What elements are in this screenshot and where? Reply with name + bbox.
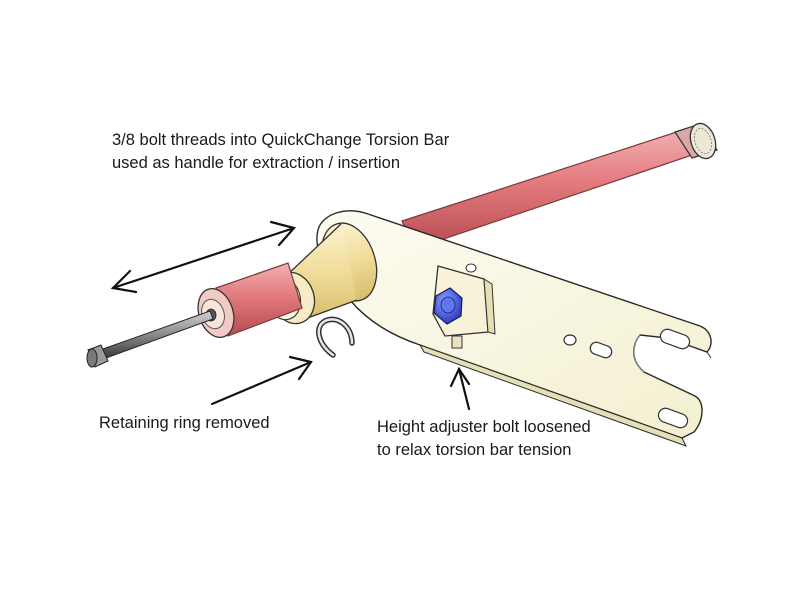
height-adjuster-arrow [449,366,471,411]
bolt-threads-annotation-line-2: used as handle for extraction / insertio… [112,154,401,172]
retaining-ring-annotation-line-1: Retaining ring removed [99,414,270,432]
retaining-ring-annotation: Retaining ring removed [99,412,270,435]
height-adjuster-annotation-line-1: Height adjuster bolt loosened [377,418,591,436]
height-adjuster-annotation-line-2: to relax torsion bar tension [377,441,572,459]
retaining-ring [316,316,355,358]
height-adjuster-annotation: Height adjuster bolt loosened to relax t… [377,416,591,462]
bolt-threads-annotation: 3/8 bolt threads into QuickChange Torsio… [112,129,449,175]
retaining-ring-arrow [210,355,313,406]
extraction-arrow [110,220,297,294]
torsion-bar-front [197,262,303,338]
height-adjuster-block [432,263,496,349]
handle-bolt [86,310,214,368]
bolt-threads-annotation-line-1: 3/8 bolt threads into QuickChange Torsio… [112,131,450,149]
torsion-arm-bracket [316,210,712,447]
torsion-bar [401,122,718,250]
